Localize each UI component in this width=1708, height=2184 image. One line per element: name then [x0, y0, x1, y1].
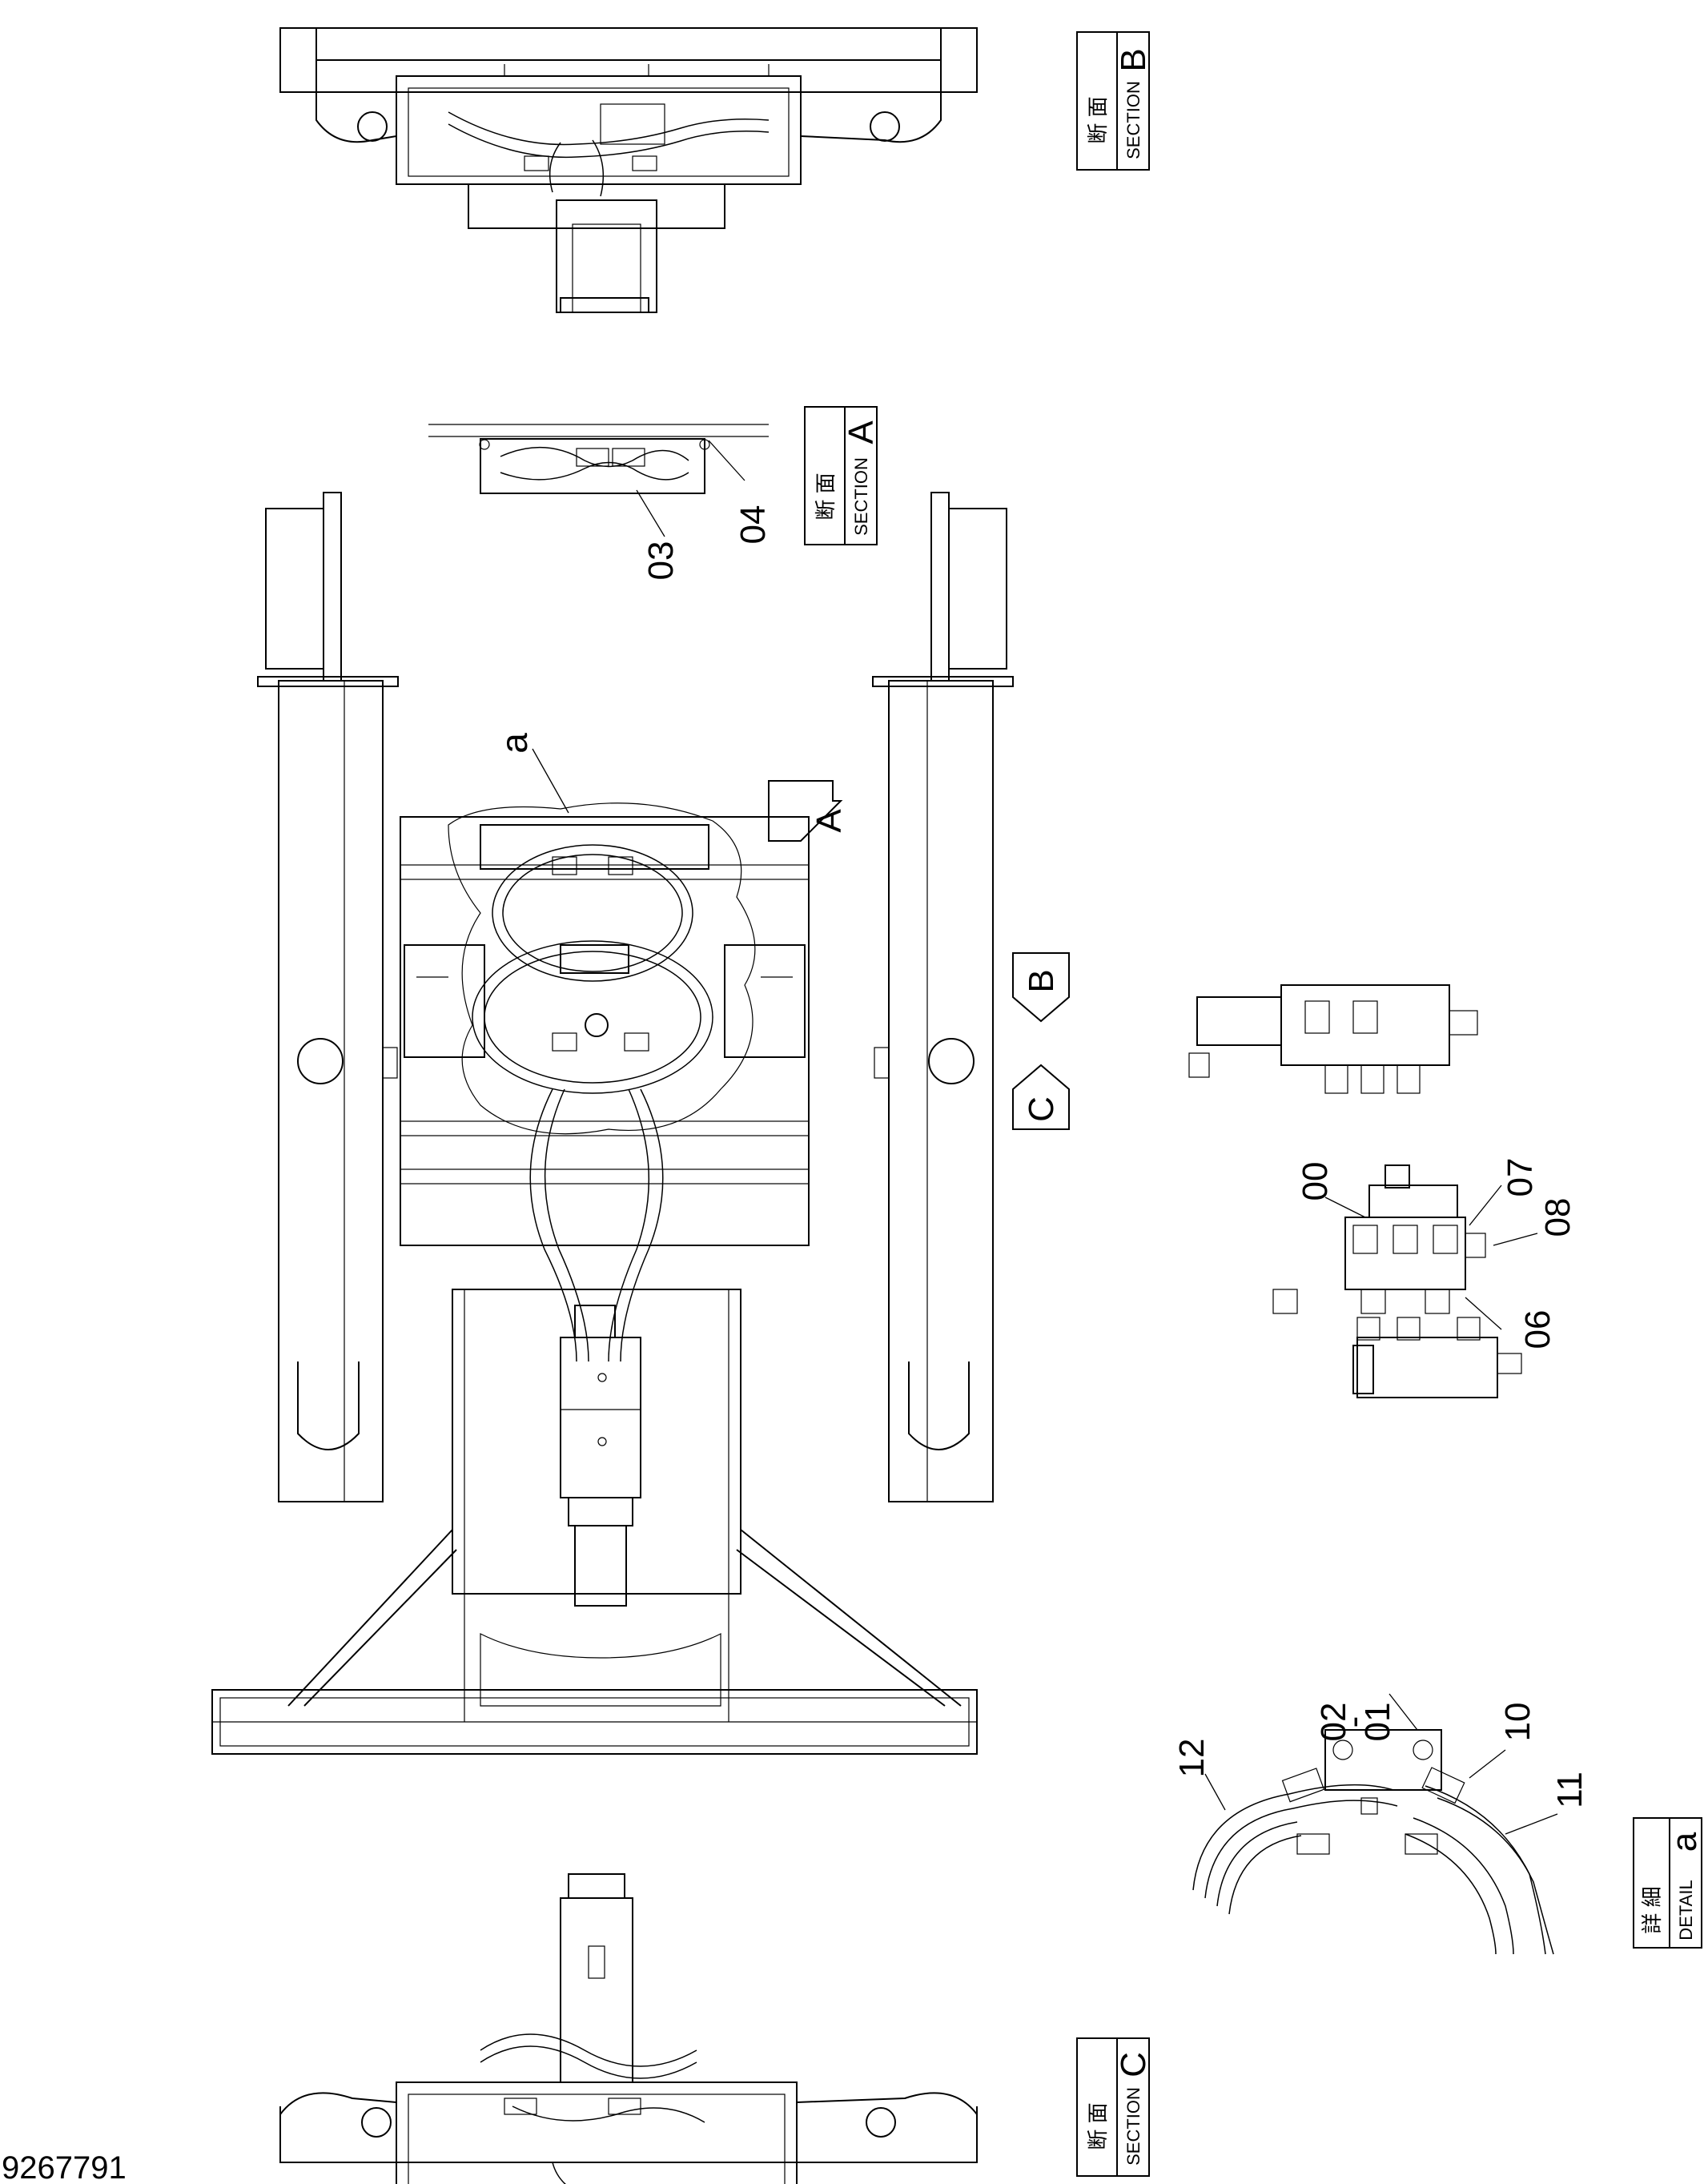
document-number: 9267791: [2, 2150, 127, 2184]
view-arrow-a: A: [768, 780, 849, 842]
section-c-view: [279, 1873, 978, 2184]
callout-02: 02: [1314, 1703, 1353, 1742]
callout-11: 11: [1550, 1772, 1589, 1808]
view-arrow-b: B: [1012, 952, 1070, 1023]
valve-block-top: [1188, 984, 1478, 1094]
section-c-word: SECTION: [1123, 2087, 1143, 2166]
callout-12: 12: [1172, 1739, 1212, 1778]
detail-a-word: DETAIL: [1676, 1880, 1696, 1940]
svg-text:B: B: [1022, 969, 1061, 992]
section-b-label: 断 面 SECTION B: [1076, 31, 1153, 171]
detail-a-view: [1192, 1729, 1554, 1955]
main-chassis-view: a: [211, 492, 1014, 1755]
section-a-label: 断 面 SECTION A: [804, 406, 881, 545]
detail-a-label: 詳 細 DETAIL a: [1633, 1817, 1704, 1949]
view-arrow-c: C: [1012, 1064, 1070, 1130]
callout-01: 01: [1358, 1703, 1397, 1742]
detail-a-kanji: 詳 細: [1640, 1886, 1664, 1933]
svg-text:C: C: [1022, 1096, 1061, 1122]
section-a-kanji: 断 面: [814, 473, 838, 520]
callout-03: 03: [641, 541, 681, 581]
callout-06: 06: [1518, 1310, 1557, 1349]
section-c-label: 断 面 SECTION C: [1076, 2037, 1153, 2177]
section-a-letter: A: [842, 420, 881, 444]
detail-marker-a: a: [493, 733, 535, 754]
detail-a-letter: a: [1665, 1832, 1704, 1852]
valve-callouts: 00 07 08 06: [1296, 1158, 1577, 1349]
section-a-word: SECTION: [851, 457, 871, 536]
callout-04: 04: [733, 505, 773, 545]
svg-text:A: A: [810, 809, 849, 833]
callout-08: 08: [1538, 1198, 1577, 1237]
callout-07: 07: [1501, 1158, 1540, 1197]
section-c-kanji: 断 面: [1086, 2102, 1110, 2150]
callout-10: 10: [1498, 1703, 1537, 1742]
callout-00: 00: [1296, 1162, 1335, 1201]
callout-dash: -: [1334, 1716, 1373, 1728]
section-b-kanji: 断 面: [1086, 96, 1110, 143]
section-b-letter: B: [1114, 48, 1153, 71]
valve-block-bottom: [1352, 1317, 1522, 1398]
section-b-view: [279, 27, 978, 313]
valve-block-middle: [1272, 1164, 1486, 1314]
detail-a-callouts: 02 - 01 10 11 12: [1172, 1693, 1589, 1835]
section-c-letter: C: [1114, 2052, 1153, 2077]
section-a-callouts: 03 04: [636, 440, 773, 581]
section-b-word: SECTION: [1123, 81, 1143, 159]
section-a-view: [428, 424, 769, 494]
